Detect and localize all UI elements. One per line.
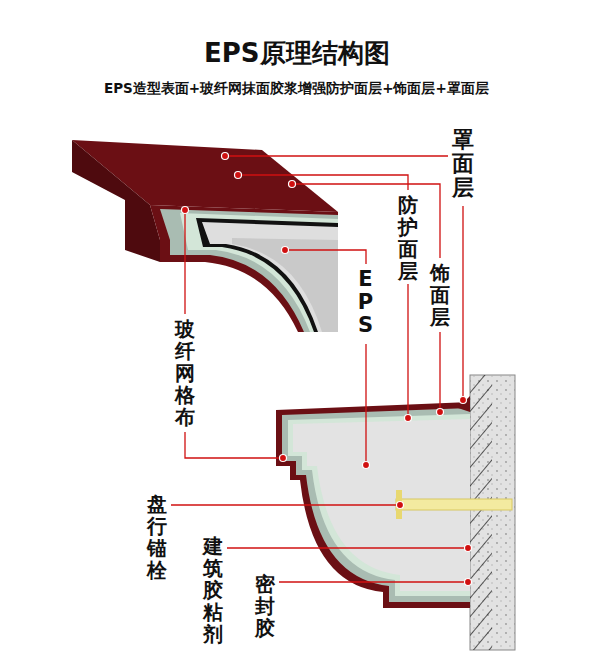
- section-outer: [150, 205, 338, 332]
- section-finish: [180, 213, 338, 332]
- section-protect: [160, 209, 338, 332]
- part-label: 防护面层: [398, 194, 418, 282]
- part-label: 密封胶: [255, 573, 275, 639]
- eps-shade: [232, 238, 338, 332]
- wall: [470, 375, 515, 650]
- wall-hatch: [470, 375, 492, 650]
- part-label: 饰面层: [430, 262, 450, 328]
- title: EPS原理结构图: [204, 36, 390, 71]
- side-face: [72, 140, 160, 262]
- subtitle: EPS造型表面+玻纤网抹面胶浆增强防护面层+饰面层+罩面层: [104, 80, 489, 98]
- part-label: 盘行锚栓: [147, 493, 167, 581]
- eps-section: [202, 222, 338, 332]
- anchor: [396, 499, 512, 510]
- part-label: 玻纤网格布: [175, 318, 195, 428]
- sealant-top: [458, 396, 470, 412]
- part-label: EPS: [355, 268, 376, 337]
- part-label: 罩面层: [452, 128, 474, 201]
- leader-dots: [182, 153, 472, 586]
- wall-texture: [470, 375, 515, 650]
- part-label: 建筑胶粘剂: [203, 535, 223, 645]
- section-line: [196, 218, 338, 332]
- leader-lines: [171, 156, 468, 582]
